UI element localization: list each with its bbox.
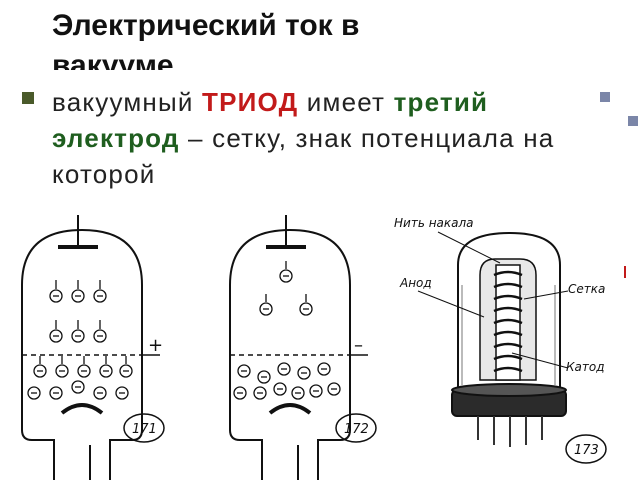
fig-number-173: 173 (574, 443, 599, 458)
callout-lines (417, 231, 569, 369)
fig-number-oval-172 (335, 413, 377, 443)
electrons-172 (233, 269, 341, 400)
tube-172 (229, 215, 368, 480)
label-cathode: Катод (566, 360, 605, 374)
bullet-text: вакуумный ТРИОД имеет третий электрод – с… (52, 84, 632, 192)
positive-sign: + (148, 335, 163, 356)
electrons-171 (27, 289, 133, 400)
tube-171 (21, 215, 160, 480)
negative-sign: – (354, 335, 363, 356)
triode-figure: + 171 – 172 (0, 205, 640, 480)
fig-number-171: 171 (132, 422, 157, 437)
bullet-icon (22, 92, 34, 104)
electron-signs-171 (31, 280, 129, 394)
triode-highlight: ТРИОД (202, 87, 299, 117)
fig-number-172: 172 (344, 422, 369, 437)
triode-illustration: + 171 – 172 (21, 215, 607, 480)
fig-number-oval-173 (565, 434, 607, 464)
slide-title: Электрический ток в вакууме (52, 9, 360, 70)
label-anode: Анод (399, 276, 432, 290)
decorative-square (628, 116, 638, 126)
bullet-text-part: – сетку, знак потенциала на которой (52, 123, 555, 189)
label-grid: Сетка (568, 282, 605, 296)
label-filament: Нить накала (394, 216, 474, 230)
bullet-text-part: вакуумный (52, 87, 203, 117)
third-highlight: третий (393, 87, 489, 117)
electrode-highlight: электрод (52, 123, 180, 153)
fig-number-oval-171 (123, 413, 165, 443)
tube-173 (451, 231, 567, 447)
decorative-square (600, 92, 610, 102)
decorative-mark (624, 266, 626, 278)
electron-signs-172 (237, 261, 337, 394)
bullet-text-part: имеет (298, 87, 394, 117)
